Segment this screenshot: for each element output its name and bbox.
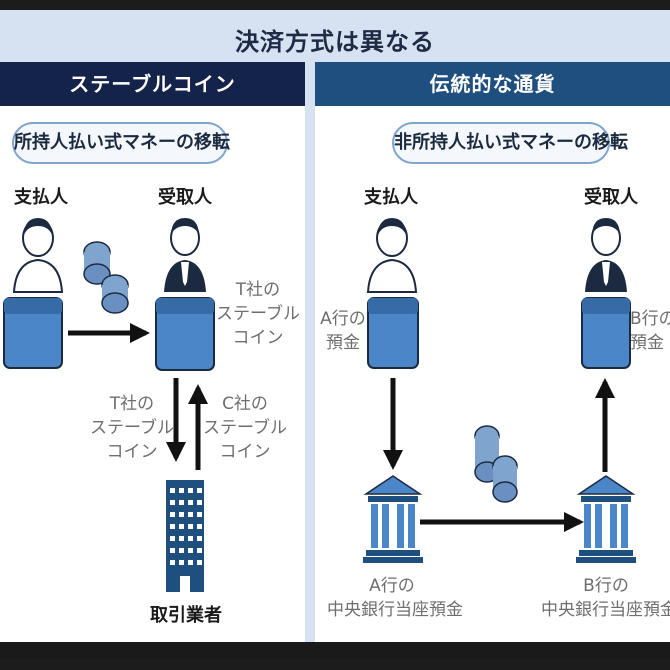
title-bar <box>0 10 670 62</box>
exchange-building-icon <box>166 480 204 592</box>
right-payee-label: 受取人 <box>584 187 638 208</box>
bottom-border <box>0 658 670 670</box>
right-payer-label: 支払人 <box>364 187 418 208</box>
payee-deposit-text: B行の 預金 <box>630 309 670 353</box>
exchange-label: 取引業者 <box>150 605 222 626</box>
bank-a-icon <box>363 475 423 563</box>
left-payee-wallet-icon <box>155 297 215 371</box>
left-payer-wallet-icon <box>3 297 63 369</box>
left-payee-person-icon <box>164 218 206 292</box>
right-payer-person-icon <box>366 218 418 293</box>
stablecoin-header: ステーブルコイン <box>0 62 305 106</box>
bank-a-text: A行の 中央銀行当座預金 <box>327 576 463 620</box>
payer-deposit-text: A行の 預金 <box>320 309 366 353</box>
bank-b-text: B行の 中央銀行当座預金 <box>541 576 670 620</box>
left-payer-label: 支払人 <box>14 187 68 208</box>
payee-wallet-text: T社の ステーブル コイン <box>216 280 300 348</box>
down-arrow-text: T社の ステーブル コイン <box>90 394 174 462</box>
panel-divider <box>305 62 315 642</box>
central-bank-coins-icon <box>474 425 518 503</box>
right-payee-wallet-icon <box>581 297 631 369</box>
right-payer-wallet-icon <box>367 297 419 369</box>
bank-b-icon <box>576 475 636 563</box>
right-payee-person-icon <box>585 218 627 292</box>
main-title: 決済方式は異なる <box>235 28 435 56</box>
non-bearer-transfer-pill: 非所持人払い式マネーの移転 <box>392 122 628 164</box>
up-arrow-text: C社の ステーブル コイン <box>203 394 287 462</box>
left-payer-person-icon <box>12 218 64 293</box>
top-border <box>0 0 670 10</box>
traditional-currency-header: 伝統的な通貨 <box>315 62 670 106</box>
left-payee-label: 受取人 <box>158 187 212 208</box>
bearer-transfer-pill: 所持人払い式マネーの移転 <box>12 122 230 164</box>
stablecoin-coins-icon <box>83 241 129 314</box>
